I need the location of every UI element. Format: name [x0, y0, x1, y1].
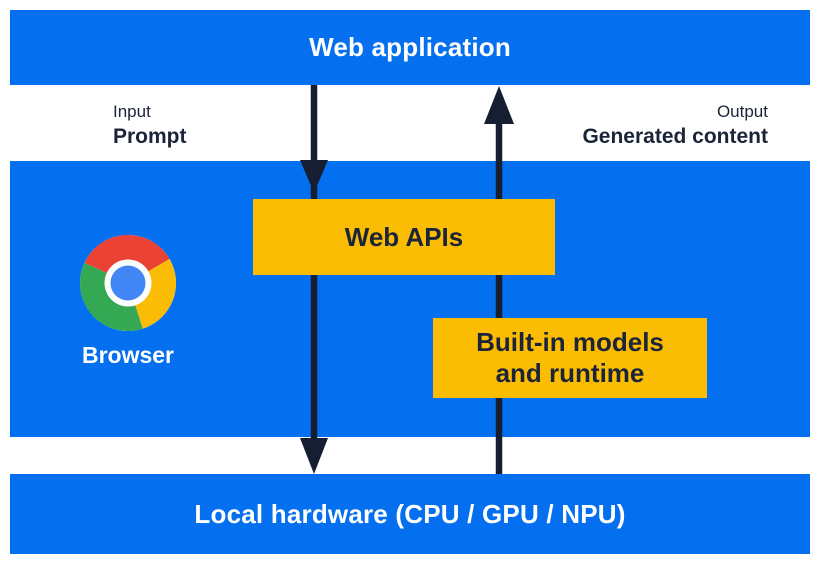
web-application-bar: Web application	[10, 10, 810, 85]
local-hardware-label: Local hardware (CPU / GPU / NPU)	[194, 498, 626, 529]
builtin-models-line2: and runtime	[495, 358, 645, 388]
chrome-logo-icon	[79, 234, 177, 332]
web-apis-box: Web APIs	[253, 199, 555, 275]
input-flow-down-arrow-icon	[300, 85, 328, 474]
input-label-group: Input Prompt	[113, 100, 187, 150]
web-apis-label: Web APIs	[344, 221, 464, 252]
output-caption: Output	[716, 102, 768, 121]
web-application-label: Web application	[309, 32, 511, 62]
local-hardware-bar: Local hardware (CPU / GPU / NPU)	[10, 474, 810, 554]
generated-content-label: Generated content	[582, 125, 768, 148]
browser-label: Browser	[81, 342, 175, 368]
builtin-models-box: Built-in models and runtime	[433, 318, 707, 398]
builtin-models-line1: Built-in models	[476, 327, 664, 357]
output-flow-up-arrow-icon	[484, 86, 514, 474]
output-label-group: Output Generated content	[582, 100, 768, 150]
prompt-label: Prompt	[113, 125, 187, 148]
input-caption: Input	[113, 102, 151, 121]
